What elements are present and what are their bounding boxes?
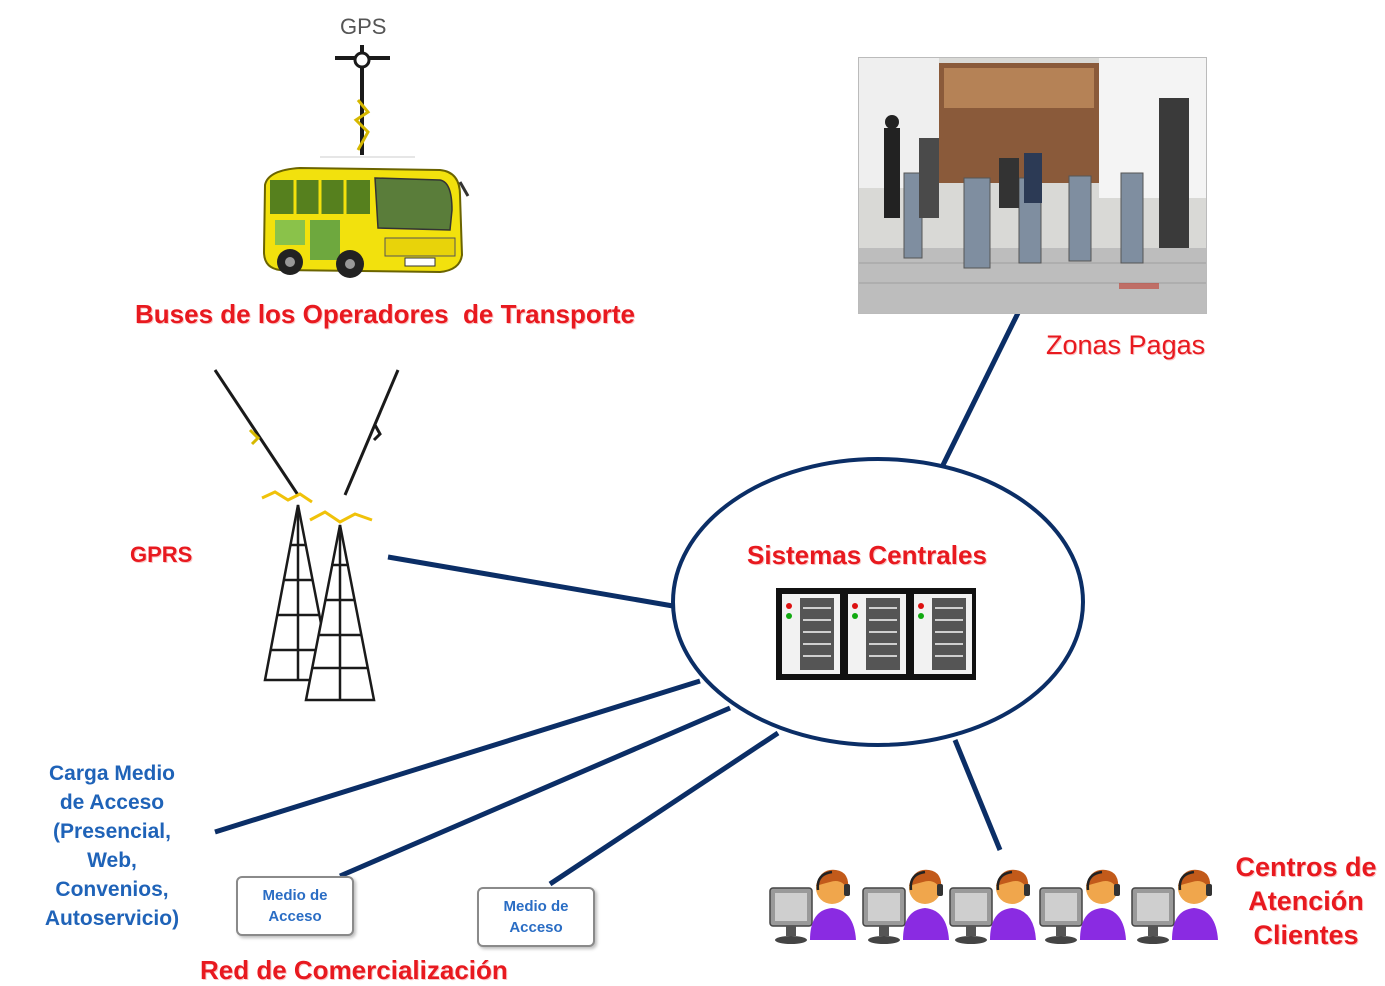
server-rack-icon <box>776 588 976 680</box>
buses-label: Buses de los Operadores de Transporte <box>135 299 635 329</box>
link-medio-acceso-1 <box>339 705 731 879</box>
centros-atencion-label: Centros de Atención Clientes <box>1226 850 1385 952</box>
link-zonas-pagas <box>940 311 1021 467</box>
carga-line: de Acceso <box>59 791 165 814</box>
call-center-agent-icon <box>862 869 949 944</box>
red-comercializacion-label: Red de Comercialización <box>200 955 508 985</box>
link-carga <box>214 678 701 835</box>
medio-acceso-box-1: Medio de Acceso <box>236 876 354 936</box>
medio-acceso-box-2: Medio de Acceso <box>477 887 595 947</box>
centros-line: Centros de <box>1235 852 1377 882</box>
carga-line: Autoservicio) <box>44 907 180 930</box>
call-center-agents <box>769 869 1218 944</box>
call-center-agent-icon <box>769 869 856 944</box>
gps-label: GPS <box>340 14 387 39</box>
carga-line: Carga Medio <box>48 762 176 785</box>
bus-icon <box>262 166 470 278</box>
turnstile-photo <box>858 57 1207 314</box>
central-systems-ellipse <box>671 457 1085 747</box>
medio-acceso-line: Acceso <box>509 919 563 936</box>
centros-line: Clientes <box>1253 920 1359 950</box>
call-center-agent-icon <box>949 869 1036 944</box>
sistemas-centrales-label: Sistemas Centrales <box>747 540 987 570</box>
radio-tower-icon <box>213 369 400 702</box>
carga-line: (Presencial, <box>53 820 171 843</box>
carga-medio-acceso-label: Carga Medio de Acceso (Presencial, Web, … <box>20 759 204 933</box>
link-medio-acceso-2 <box>548 730 780 887</box>
carga-line: Convenios, <box>55 878 169 901</box>
gps-antenna-icon <box>320 45 415 158</box>
call-center-agent-icon <box>1131 869 1218 944</box>
link-centros <box>952 739 1003 851</box>
medio-acceso-line: Acceso <box>268 908 322 925</box>
zonas-pagas-label: Zonas Pagas <box>1046 330 1206 360</box>
call-center-agent-icon <box>1039 869 1126 944</box>
medio-acceso-line: Medio de <box>503 898 569 915</box>
carga-line: Web, <box>87 849 137 872</box>
centros-line: Atención <box>1248 886 1364 916</box>
medio-acceso-line: Medio de <box>262 887 328 904</box>
gprs-label: GPRS <box>130 542 193 567</box>
link-gprs <box>387 554 674 609</box>
